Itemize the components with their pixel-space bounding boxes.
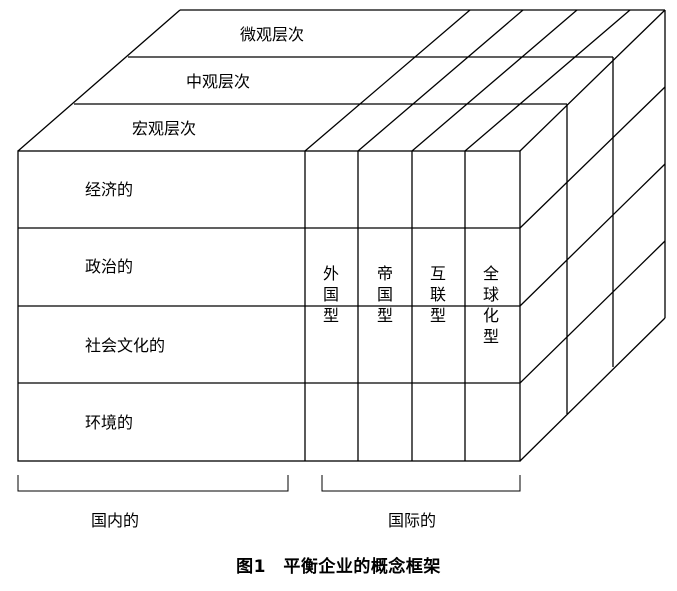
column-label-char: 国	[377, 285, 393, 304]
column-label-interconnected: 互 联 型	[430, 264, 446, 325]
front-face	[17, 150, 521, 462]
column-label-global: 全 球 化 型	[483, 264, 499, 346]
right-face-row-line	[519, 240, 666, 384]
top-face-left-edge	[17, 9, 181, 152]
row-label-economic: 经济的	[85, 180, 133, 199]
column-label-char: 国	[323, 285, 339, 304]
top-column-line	[411, 9, 578, 152]
right-face-row-line	[519, 86, 666, 229]
domestic-label: 国内的	[91, 511, 139, 530]
level-label-micro: 微观层次	[240, 25, 304, 44]
top-face	[17, 9, 665, 152]
level-label-meso: 中观层次	[186, 72, 250, 91]
column-label-char: 全	[483, 264, 499, 283]
top-column-line	[357, 9, 524, 152]
top-column-line	[464, 9, 631, 152]
row-label-sociocultural: 社会文化的	[85, 336, 165, 355]
column-label-char: 化	[483, 306, 499, 325]
right-face-bottom-edge	[519, 317, 666, 462]
column-label-char: 帝	[377, 264, 393, 283]
column-label-char: 互	[430, 264, 446, 283]
column-label-char: 联	[430, 285, 446, 304]
international-bracket	[321, 475, 521, 492]
row-label-environmental: 环境的	[85, 413, 133, 432]
top-column-line	[304, 9, 471, 152]
column-label-char: 球	[483, 285, 499, 304]
right-face-top-edge	[519, 9, 666, 152]
column-label-char: 型	[483, 327, 499, 346]
column-label-char: 型	[430, 306, 446, 325]
column-label-imperial: 帝 国 型	[377, 264, 393, 325]
column-label-foreign: 外 国 型	[323, 264, 339, 325]
column-label-char: 型	[377, 306, 393, 325]
figure-caption: 图1 平衡企业的概念框架	[236, 557, 441, 577]
column-label-char: 型	[323, 306, 339, 325]
international-label: 国际的	[388, 511, 436, 530]
right-face-row-line	[519, 163, 666, 307]
domestic-bracket	[17, 475, 289, 492]
row-label-political: 政治的	[85, 257, 133, 276]
right-face	[519, 9, 666, 462]
level-label-macro: 宏观层次	[132, 119, 196, 138]
column-label-char: 外	[323, 264, 339, 283]
